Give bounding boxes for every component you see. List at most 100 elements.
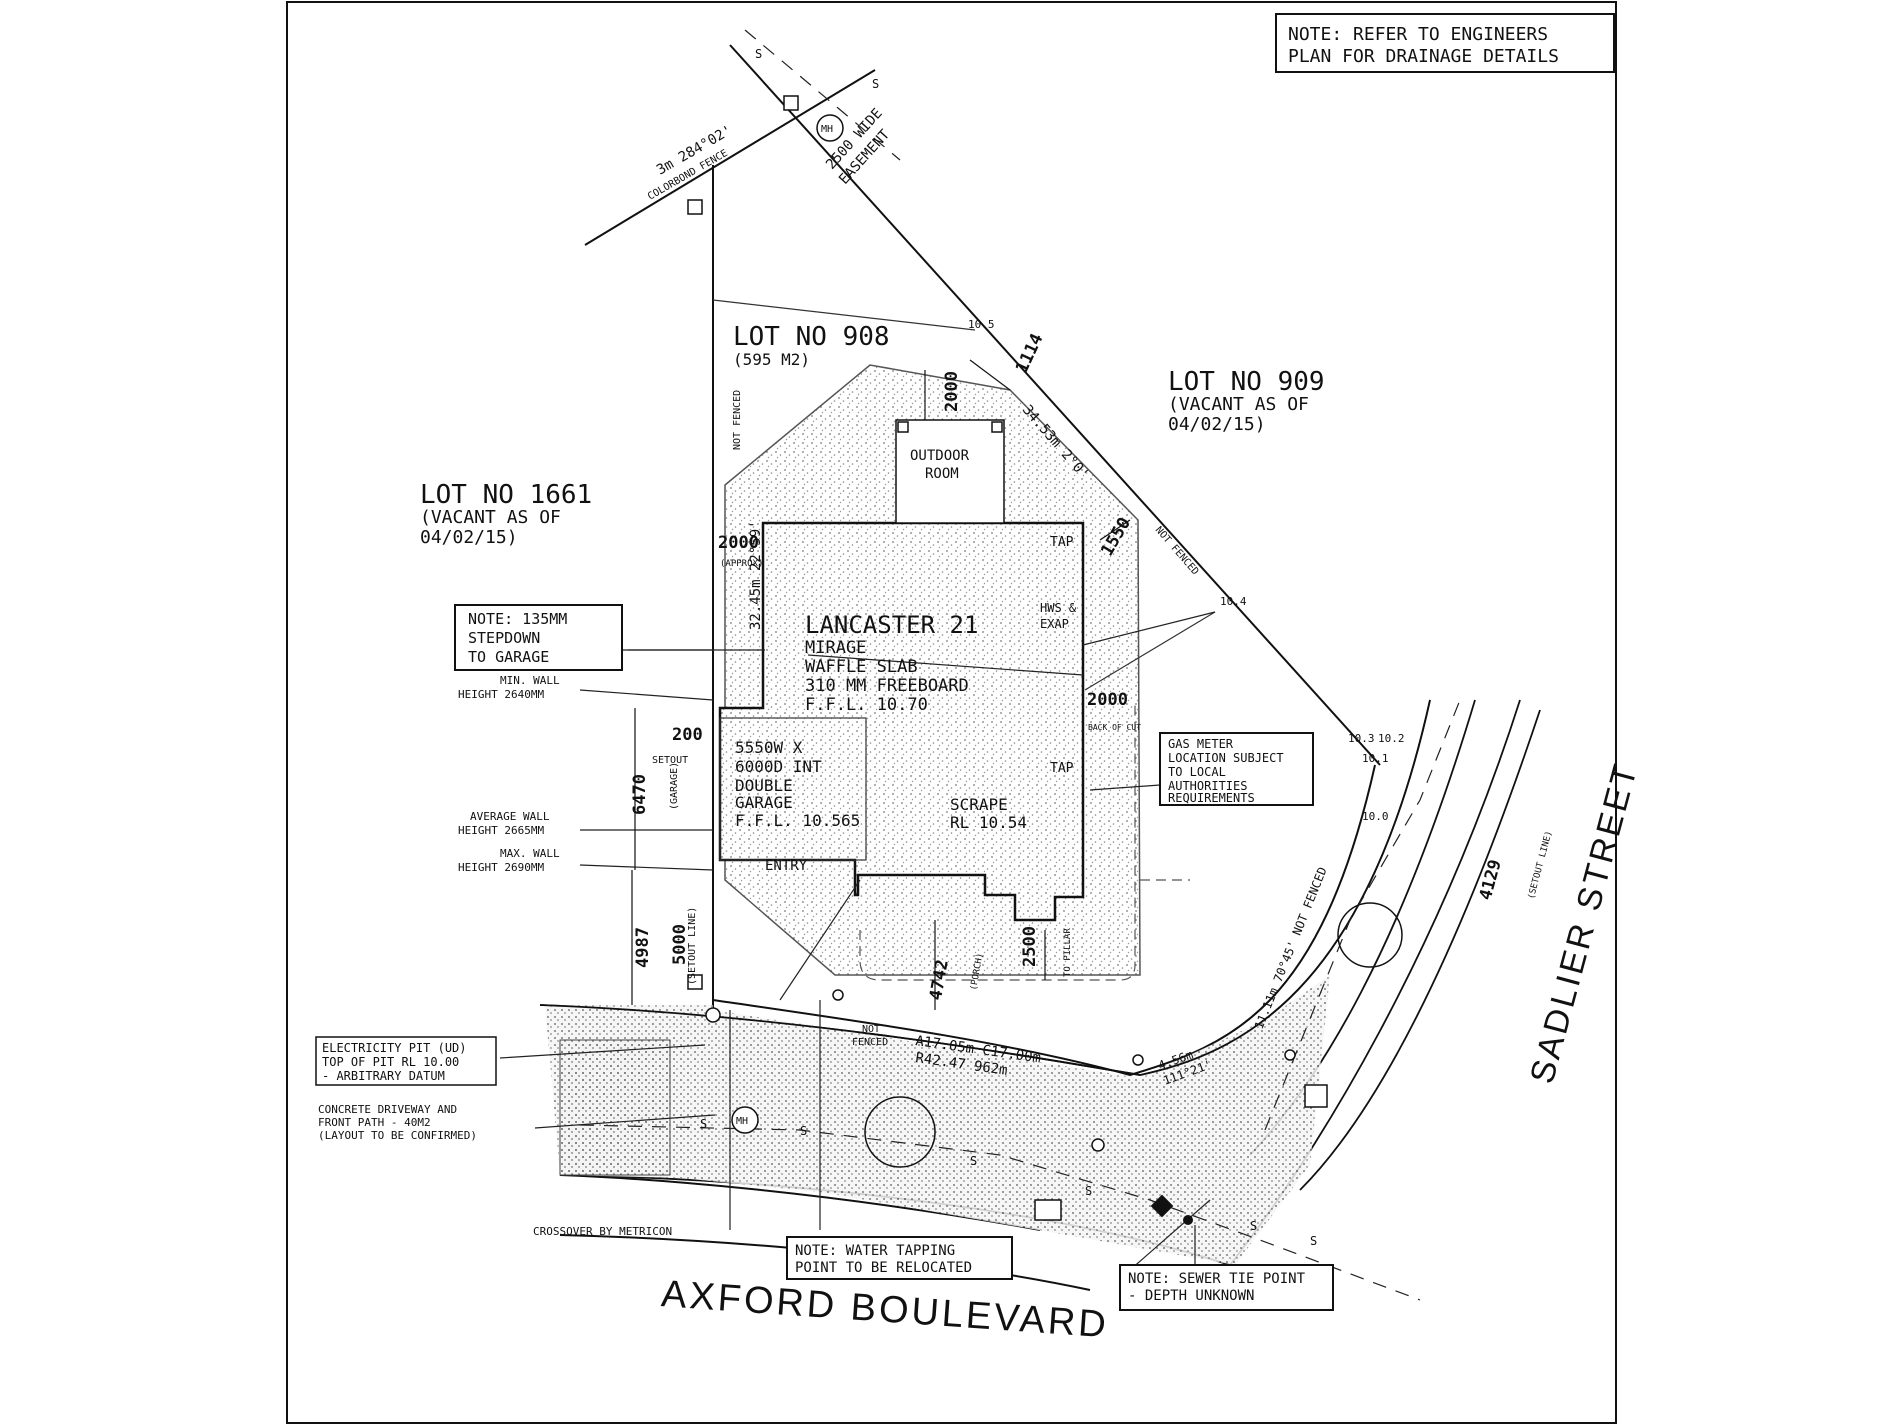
dim-6470: 6470 bbox=[630, 774, 650, 815]
driveway-line1: CONCRETE DRIVEWAY AND bbox=[318, 1103, 457, 1116]
electricity-note-line3: - ARBITRARY DATUM bbox=[322, 1069, 445, 1083]
lot908-title: LOT NO 908 bbox=[733, 322, 890, 352]
setout-line-tag: (SETOUT LINE) bbox=[687, 907, 698, 985]
scrape-line1: SCRAPE bbox=[950, 795, 1008, 814]
marker-dot bbox=[1284, 1049, 1296, 1061]
hws-line1: HWS & bbox=[1040, 601, 1077, 615]
pit-marker bbox=[687, 199, 703, 215]
electricity-note-box bbox=[315, 1036, 497, 1086]
house-detail-3: 310 MM FREEBOARD bbox=[805, 676, 969, 696]
max-wall-line1: MAX. WALL bbox=[500, 847, 560, 860]
outdoor-post bbox=[897, 421, 909, 433]
pit-marker bbox=[783, 95, 799, 111]
sewer-symbol: S bbox=[1085, 1184, 1092, 1198]
electricity-note-line2: TOP OF PIT RL 10.00 bbox=[322, 1055, 459, 1069]
lot908-area: (595 M2) bbox=[733, 350, 810, 369]
pit-marker bbox=[687, 974, 703, 990]
to-pillar-tag: TO PILLAR bbox=[1063, 928, 1073, 977]
outdoor-room-line2: ROOM bbox=[925, 466, 959, 482]
sewer-symbol: S bbox=[755, 47, 762, 61]
level-10-3: 10.3 bbox=[1348, 732, 1375, 745]
approx-tag-left: (APPROX) bbox=[720, 559, 763, 569]
house-detail-4: F.F.L. 10.70 bbox=[805, 695, 928, 715]
level-10-4: 10.4 bbox=[1220, 595, 1247, 608]
drainage-note-line2: PLAN FOR DRAINAGE DETAILS bbox=[1288, 46, 1559, 67]
leader-line bbox=[1129, 1199, 1211, 1271]
sewer-note-line2: - DEPTH UNKNOWN bbox=[1128, 1288, 1254, 1304]
garage-line2: 6000D INT bbox=[735, 757, 822, 776]
leader-line bbox=[1089, 784, 1161, 791]
gas-meter-note-line3: TO LOCAL bbox=[1168, 765, 1226, 779]
sewer-symbol: S bbox=[700, 1117, 707, 1131]
electricity-note-line1: ELECTRICITY PIT (UD) bbox=[322, 1041, 467, 1055]
max-wall-line2: HEIGHT 2690MM bbox=[458, 861, 544, 874]
dim-5000: 5000 bbox=[670, 924, 690, 965]
sewer-symbol: S bbox=[970, 1154, 977, 1168]
min-wall-line1: MIN. WALL bbox=[500, 674, 560, 687]
setout-tag: SETOUT bbox=[652, 755, 688, 766]
garage-line5: F.F.L. 10.565 bbox=[735, 811, 860, 830]
leader-line bbox=[499, 1044, 706, 1059]
tree-icon bbox=[1337, 902, 1403, 968]
leader-line bbox=[579, 689, 714, 701]
sewer-symbol: S bbox=[800, 1124, 807, 1138]
stepdown-note-line1: NOTE: 135MM bbox=[468, 610, 567, 628]
garage-line4: GARAGE bbox=[735, 793, 793, 812]
hydrant bbox=[1091, 1138, 1105, 1152]
manhole-label-bottom: MH bbox=[736, 1116, 748, 1127]
concrete-driveway bbox=[545, 975, 1330, 1265]
sewer-point-icon bbox=[1183, 1215, 1193, 1225]
boundary-top-diagonal bbox=[729, 44, 1381, 766]
pit-marker bbox=[1304, 1084, 1328, 1108]
outdoor-room-line1: OUTDOOR bbox=[910, 448, 970, 464]
electricity-pit bbox=[705, 1007, 721, 1023]
dim-200: 200 bbox=[672, 725, 703, 745]
lot909-title: LOT NO 909 bbox=[1168, 367, 1325, 397]
water-note-line2: POINT TO BE RELOCATED bbox=[795, 1260, 972, 1276]
avg-wall-line1: AVERAGE WALL bbox=[470, 810, 550, 823]
drainage-note-box bbox=[1275, 13, 1615, 73]
dim-line bbox=[969, 359, 1011, 391]
outdoor-post bbox=[991, 421, 1003, 433]
sewer-line-easement bbox=[744, 29, 901, 161]
sewer-line-axford bbox=[579, 1124, 1421, 1301]
sewer-note-line1: NOTE: SEWER TIE POINT bbox=[1128, 1271, 1306, 1287]
dim-2000-right: 2000 bbox=[1087, 690, 1128, 710]
dim-4987: 4987 bbox=[633, 927, 653, 968]
stepdown-note-line3: TO GARAGE bbox=[468, 648, 549, 666]
manhole-label-top: MH bbox=[821, 124, 833, 135]
kerb-axford bbox=[559, 1174, 1041, 1231]
min-wall-line2: HEIGHT 2640MM bbox=[458, 688, 544, 701]
entry-label: ENTRY bbox=[765, 858, 808, 874]
water-note-line1: NOTE: WATER TAPPING bbox=[795, 1243, 955, 1259]
lot1661-status: (VACANT AS OF bbox=[420, 507, 561, 528]
gas-meter-note-line5: REQUIREMENTS bbox=[1168, 791, 1255, 805]
service-line-sadlier bbox=[1264, 699, 1461, 1131]
lot1661-date: 04/02/15) bbox=[420, 527, 518, 548]
lot-boundary-909 bbox=[1084, 611, 1216, 691]
gas-meter-note-line1: GAS METER bbox=[1168, 737, 1234, 751]
boundary-front-curve bbox=[712, 764, 1376, 1077]
leader-line bbox=[807, 654, 1084, 676]
garage-line3: DOUBLE bbox=[735, 776, 793, 795]
lot909-status: (VACANT AS OF bbox=[1168, 394, 1309, 415]
level-10-1: 10.1 bbox=[1362, 752, 1389, 765]
sewer-symbol: S bbox=[1310, 1234, 1317, 1248]
driveway-line3: (LAYOUT TO BE CONFIRMED) bbox=[318, 1129, 477, 1142]
level-10-0: 10.0 bbox=[1362, 810, 1389, 823]
hws-line2: EXAP bbox=[1040, 617, 1069, 631]
dim-line bbox=[1099, 519, 1131, 541]
driveway-line2: FRONT PATH - 40M2 bbox=[318, 1116, 431, 1129]
water-note-box bbox=[786, 1236, 1013, 1280]
leader-line bbox=[579, 864, 714, 871]
lot909-date: 04/02/15) bbox=[1168, 414, 1266, 435]
drainage-note-line1: NOTE: REFER TO ENGINEERS bbox=[1288, 24, 1548, 45]
dim-2000-left: 2000 bbox=[718, 533, 759, 553]
dim-2500: 2500 bbox=[1020, 926, 1040, 967]
leader-line bbox=[1082, 611, 1216, 646]
garage-tag: (GARAGE) bbox=[669, 762, 680, 810]
stepdown-note-box bbox=[454, 604, 623, 671]
house-detail-2: WAFFLE SLAB bbox=[805, 657, 918, 677]
gas-meter-note-line4: AUTHORITIES bbox=[1168, 779, 1247, 793]
front-fence-line2: FENCED bbox=[852, 1037, 888, 1048]
